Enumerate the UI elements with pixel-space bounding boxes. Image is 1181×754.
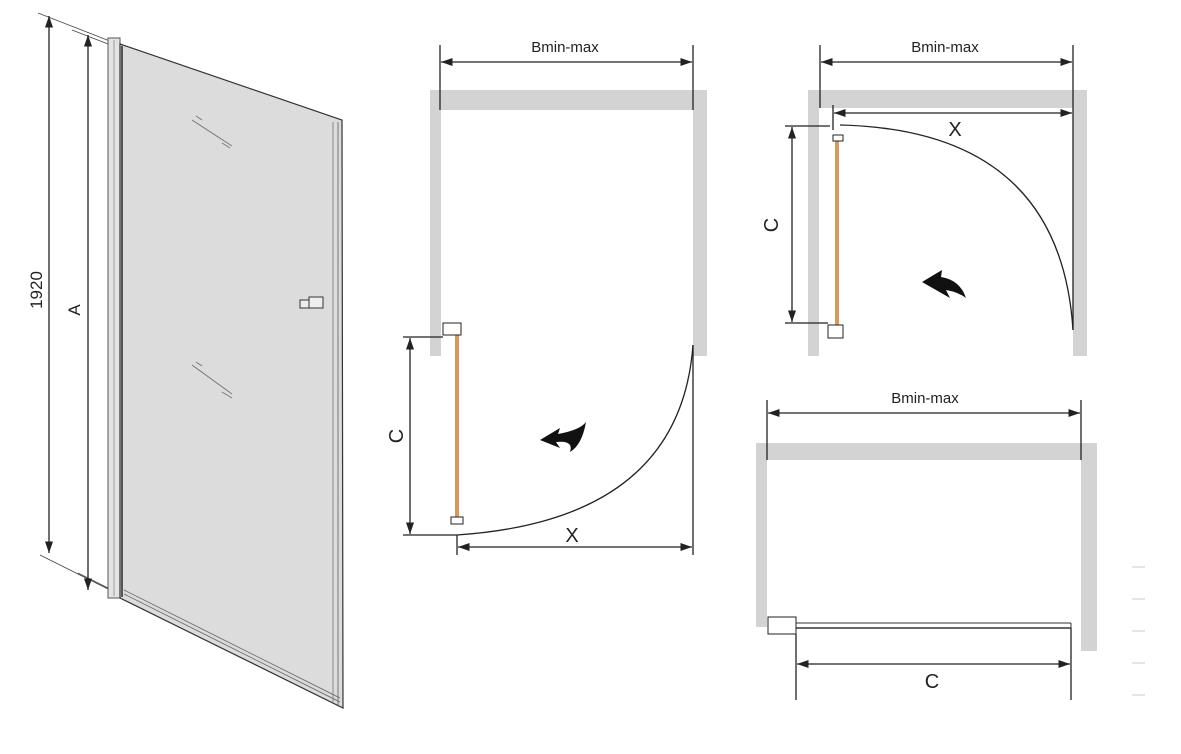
height-label: 1920 [27, 271, 46, 309]
door-width-label: C [761, 218, 783, 232]
swing-arrow-icon [922, 270, 966, 298]
width-label: Bmin-max [891, 390, 959, 407]
glass-reflection-icon [191, 115, 233, 399]
glass-panel [119, 43, 344, 709]
tick-marks [1132, 566, 1145, 696]
width-label: Bmin-max [911, 39, 979, 56]
swing-arrow-icon [540, 422, 586, 452]
plan-view-closed: Bmin-max C [756, 390, 1097, 700]
swing-label: X [565, 525, 578, 547]
door-width-label: C [386, 429, 408, 443]
door-perspective: 1920 A [27, 12, 344, 709]
door-handle-icon [299, 296, 324, 309]
plan-view-right-hinge: Bmin-max X C [761, 39, 1087, 356]
door-width-label: C [925, 671, 939, 693]
plan-view-left-hinge: Bmin-max C X [386, 39, 707, 555]
glass-height-label: A [65, 304, 84, 316]
width-label: Bmin-max [531, 39, 599, 56]
swing-label: X [948, 119, 961, 141]
